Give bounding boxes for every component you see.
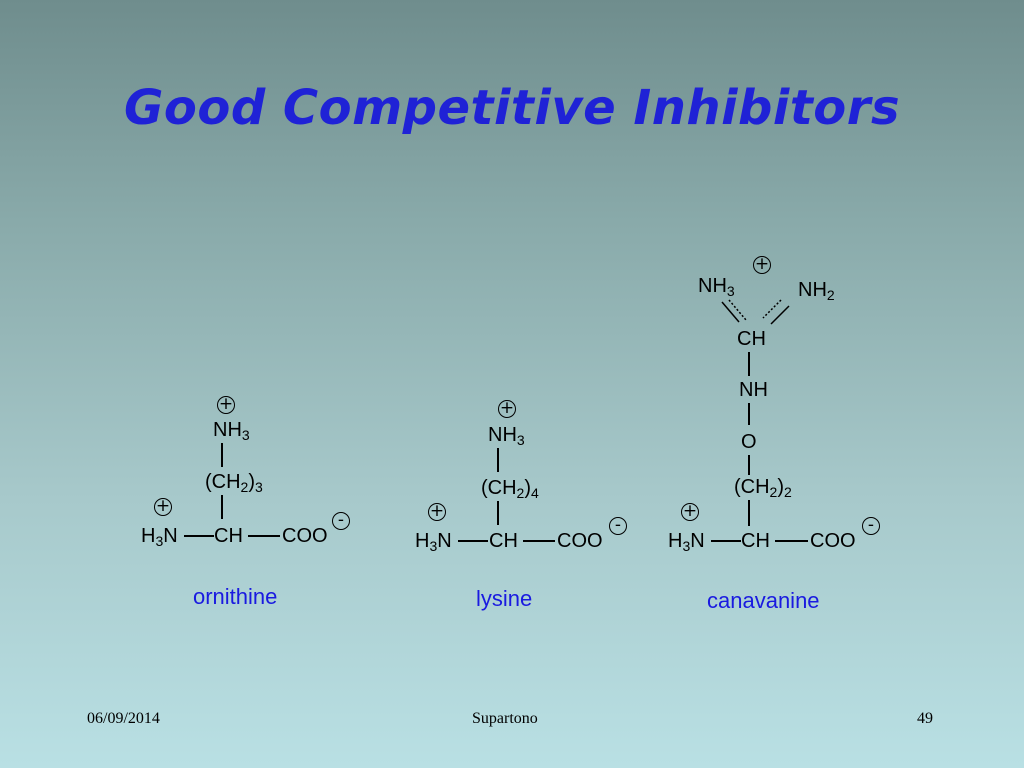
- molecule-name: lysine: [476, 586, 533, 611]
- side-chain-amine: NH3: [488, 424, 525, 448]
- guanidino-amine-2: NH2: [798, 279, 835, 303]
- molecule-name: canavanine: [707, 588, 820, 613]
- bond-line: [711, 540, 741, 542]
- alpha-amine: H3N: [415, 530, 452, 554]
- resonance-bonds: [721, 299, 790, 325]
- bond-line: [248, 535, 280, 537]
- minus-charge-icon: -: [609, 517, 627, 535]
- plus-charge-icon: +: [753, 254, 771, 274]
- slide-title: Good Competitive Inhibitors: [123, 80, 901, 136]
- carboxylate: COO: [557, 530, 603, 552]
- bond-line: [221, 495, 223, 519]
- alpha-amine: H3N: [141, 525, 178, 549]
- plus-charge-icon: +: [154, 496, 172, 516]
- minus-charge-icon: -: [862, 517, 880, 535]
- bond-line: [523, 540, 555, 542]
- bond-line: [748, 455, 750, 475]
- carboxylate: COO: [282, 525, 328, 547]
- carboxylate: COO: [810, 530, 856, 552]
- methylene-chain: (CH2)4: [481, 477, 539, 501]
- bond-line: [458, 540, 488, 542]
- footer-page-number: 49: [917, 710, 933, 727]
- alpha-carbon: CH: [489, 530, 518, 552]
- bond-line: [497, 448, 499, 472]
- oxygen-atom: O: [741, 431, 757, 453]
- bond-line: [184, 535, 214, 537]
- alpha-carbon: CH: [214, 525, 243, 547]
- plus-charge-icon: +: [217, 394, 235, 414]
- guanidino-carbon: CH: [737, 328, 766, 350]
- molecule-name: ornithine: [193, 584, 278, 609]
- alpha-carbon: CH: [741, 530, 770, 552]
- bond-line: [748, 352, 750, 376]
- methylene-chain: (CH2)2: [734, 476, 792, 500]
- footer-date: 06/09/2014: [87, 710, 160, 727]
- side-chain-amine: NH3: [213, 419, 250, 443]
- minus-charge-icon: -: [332, 512, 350, 530]
- bond-line: [748, 500, 750, 526]
- imino-group: NH: [739, 379, 768, 401]
- bond-line: [221, 443, 223, 467]
- bond-line: [775, 540, 808, 542]
- alpha-amine: H3N: [668, 530, 705, 554]
- plus-charge-icon: +: [428, 501, 446, 521]
- bond-line: [497, 501, 499, 525]
- footer-author: Supartono: [472, 710, 538, 727]
- bond-line: [748, 403, 750, 425]
- plus-charge-icon: +: [498, 398, 516, 418]
- guanidino-amine: NH3: [698, 275, 735, 299]
- plus-charge-icon: +: [681, 501, 699, 521]
- methylene-chain: (CH2)3: [205, 471, 263, 495]
